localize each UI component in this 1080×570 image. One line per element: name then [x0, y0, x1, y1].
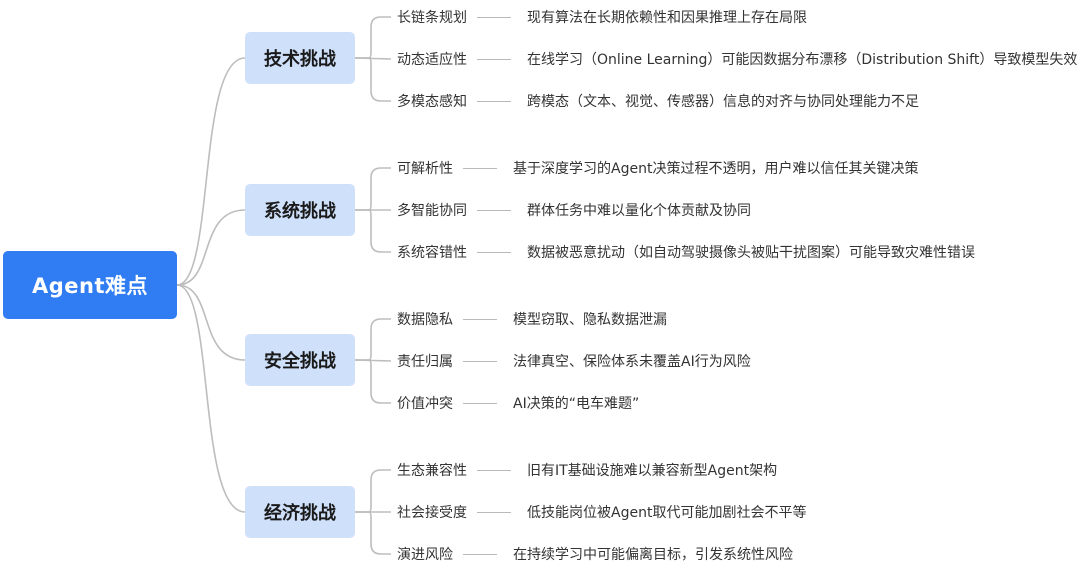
branch-item: 社会接受度 低技能岗位被Agent取代可能加剧社会不平等	[371, 497, 806, 527]
category-to-item-connector	[355, 359, 391, 404]
category-to-item-connector	[355, 57, 391, 102]
category-node-system: 系统挑战	[245, 184, 355, 236]
branch-item: 生态兼容性 旧有IT基础设施难以兼容新型Agent架构	[371, 455, 777, 485]
branch-item: 责任归属 法律真空、保险体系未覆盖AI行为风险	[371, 346, 751, 376]
branch-dash	[463, 167, 497, 169]
branch-item-description: 模型窃取、隐私数据泄漏	[513, 312, 667, 328]
branch-item-description: 数据被恶意扰动（如自动驾驶摄像头被贴干扰图案）可能导致灾难性错误	[527, 245, 975, 261]
branch-dash	[477, 251, 511, 253]
branch-item-label: 系统容错性	[397, 245, 467, 261]
branch-item-description: 低技能岗位被Agent取代可能加剧社会不平等	[527, 505, 807, 521]
branch-item: 多智能协同 群体任务中难以量化个体贡献及协同	[371, 195, 751, 225]
category-node-economy: 经济挑战	[245, 486, 355, 538]
branch-item: 可解析性 基于深度学习的Agent决策过程不透明，用户难以信任其关键决策	[371, 153, 918, 183]
branch-item: 动态适应性 在线学习（Online Learning）可能因数据分布漂移（Dis…	[371, 44, 1077, 74]
branch-item-label: 动态适应性	[397, 52, 467, 68]
category-to-item-connector	[355, 511, 391, 555]
branch-item: 价值冲突 AI决策的“电车难题”	[371, 388, 639, 418]
category-label: 经济挑战	[264, 503, 336, 524]
branch-item: 演进风险 在持续学习中可能偏离目标，引发系统性风险	[371, 539, 793, 569]
branch-item: 多模态感知 跨模态（文本、视觉、传感器）信息的对齐与协同处理能力不足	[371, 86, 919, 116]
branch-item-label: 生态兼容性	[397, 463, 467, 479]
branch-item-description: 跨模态（文本、视觉、传感器）信息的对齐与协同处理能力不足	[527, 94, 919, 110]
branch-dash	[477, 100, 511, 102]
branch-item-label: 责任归属	[397, 354, 453, 370]
branch-item-label: 多智能协同	[397, 203, 467, 219]
branch-item-label: 长链条规划	[397, 10, 467, 26]
category-label: 技术挑战	[264, 49, 336, 70]
category-to-item-connector	[355, 209, 391, 253]
category-node-security: 安全挑战	[245, 334, 355, 386]
root-label: Agent难点	[31, 274, 149, 298]
branch-item-label: 多模态感知	[397, 94, 467, 110]
branch-item-description: 群体任务中难以量化个体贡献及协同	[527, 203, 751, 219]
branch-dash	[477, 511, 511, 513]
category-node-tech: 技术挑战	[245, 32, 355, 84]
branch-item-description: 基于深度学习的Agent决策过程不透明，用户难以信任其关键决策	[513, 161, 919, 177]
branch-item: 数据隐私 模型窃取、隐私数据泄漏	[371, 304, 667, 334]
branch-item-description: 法律真空、保险体系未覆盖AI行为风险	[513, 354, 751, 370]
branch-item-label: 社会接受度	[397, 505, 467, 521]
branch-item-description: 旧有IT基础设施难以兼容新型Agent架构	[527, 463, 778, 479]
branch-item-label: 价值冲突	[397, 396, 453, 412]
branch-item: 系统容错性 数据被恶意扰动（如自动驾驶摄像头被贴干扰图案）可能导致灾难性错误	[371, 237, 975, 267]
branch-dash	[463, 360, 497, 362]
category-label: 系统挑战	[264, 201, 336, 222]
branch-dash	[477, 16, 511, 18]
root-to-category-connector	[176, 284, 246, 513]
branch-item-description: AI决策的“电车难题”	[513, 396, 640, 412]
branch-dash	[463, 553, 497, 555]
branch-dash	[463, 318, 497, 320]
branch-item-description: 在持续学习中可能偏离目标，引发系统性风险	[513, 547, 793, 563]
branch-item-label: 数据隐私	[397, 312, 453, 328]
branch-dash	[463, 402, 497, 404]
branch-dash	[477, 209, 511, 211]
branch-item-description: 在线学习（Online Learning）可能因数据分布漂移（Distribut…	[527, 52, 1078, 68]
branch-item: 长链条规划 现有算法在长期依赖性和因果推理上存在局限	[371, 2, 807, 32]
branch-item-label: 可解析性	[397, 161, 453, 177]
root-to-category-connector	[176, 284, 246, 361]
root-to-category-connector	[176, 209, 246, 286]
branch-item-description: 现有算法在长期依赖性和因果推理上存在局限	[527, 10, 807, 26]
root-node: Agent难点	[3, 251, 177, 319]
branch-dash	[477, 469, 511, 471]
root-to-category-connector	[176, 57, 246, 286]
category-label: 安全挑战	[264, 351, 336, 372]
branch-item-label: 演进风险	[397, 547, 453, 563]
branch-dash	[477, 58, 511, 60]
